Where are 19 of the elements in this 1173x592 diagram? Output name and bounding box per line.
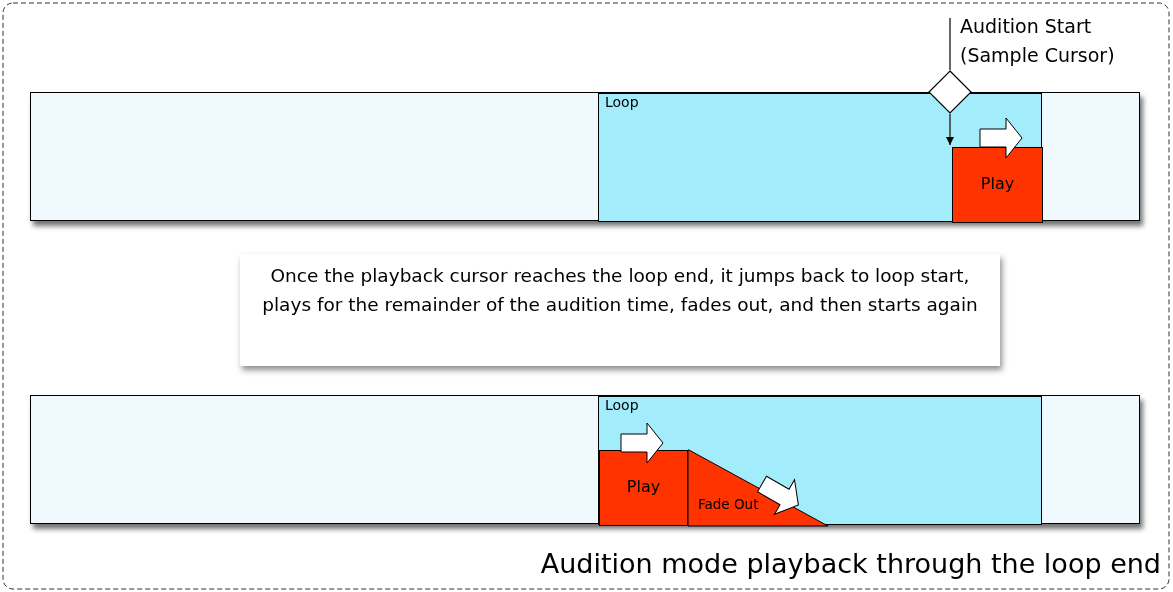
timeline-bar — [30, 92, 1140, 221]
loop-label: Loop — [605, 94, 639, 110]
cursor-diamond — [928, 70, 972, 114]
loop-region — [598, 396, 1042, 525]
fade-label: Fade Out — [698, 496, 759, 512]
note-text: Once the playback cursor reaches the loop end, it jumps back to loop start, plays for the remainder of the audition time, fades out, and then starts again — [261, 264, 979, 317]
fade-out-region — [688, 450, 828, 526]
bare-label: Audition Start (Sample Cursor) — [960, 14, 1116, 68]
timeline-bar — [30, 395, 1140, 524]
loop-label: Loop — [605, 397, 639, 413]
play-label: Play — [979, 174, 1016, 193]
connector-line — [949, 17, 951, 71]
play-label: Play — [625, 477, 662, 496]
note-box — [240, 254, 1000, 366]
arrow — [946, 113, 954, 146]
loop-region — [598, 93, 1042, 222]
play-region — [599, 450, 688, 526]
caption: Audition mode playback through the loop end — [540, 548, 1161, 579]
play-region — [952, 147, 1043, 223]
